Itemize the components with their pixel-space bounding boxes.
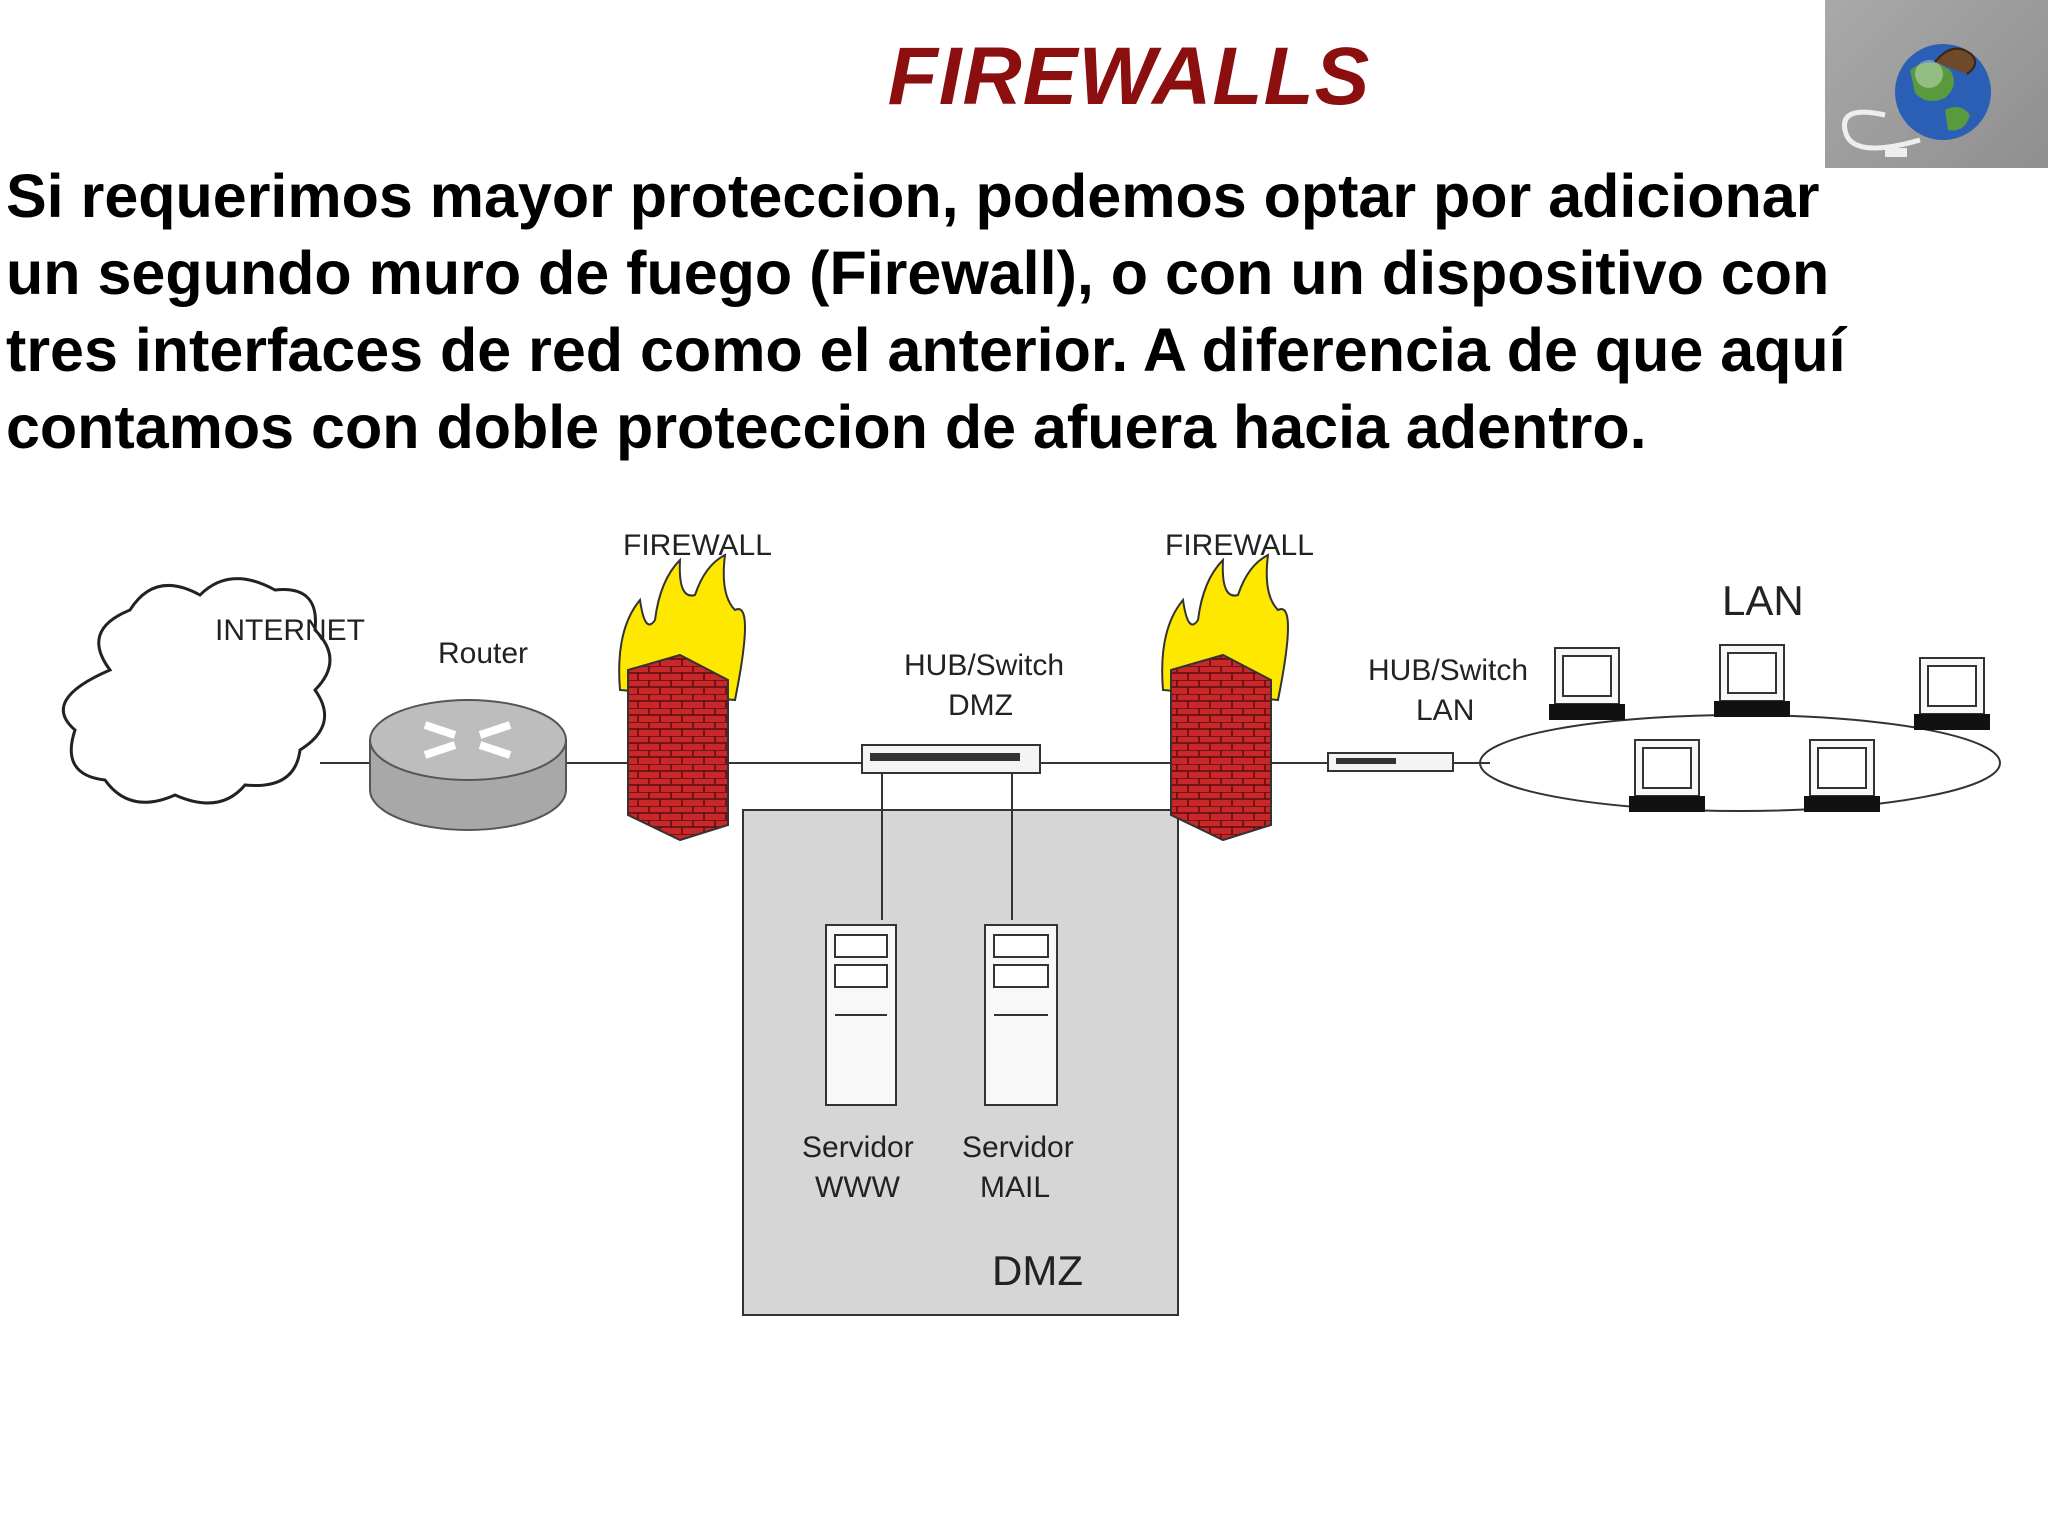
computer-icon (1549, 647, 1625, 720)
dmz-label: DMZ (992, 1247, 1083, 1294)
lan-label: LAN (1722, 577, 1804, 624)
server-mail-label-line1: Servidor (962, 1131, 1074, 1164)
computer-icon (1714, 644, 1790, 717)
hub-lan-icon (1327, 752, 1454, 772)
body-line: tres interfaces de red como el anterior.… (6, 316, 1846, 384)
computer-icon (1914, 657, 1990, 730)
body-line: contamos con doble proteccion de afuera … (6, 393, 1647, 461)
network-diagram: INTERNET Router FIREWALL HUB/Switch DMZ … (61, 529, 2001, 1316)
server-mail-icon (984, 924, 1058, 1106)
slide-title: FIREWALLS (887, 31, 1371, 122)
internet-cloud-icon (61, 577, 332, 805)
server-mail-label-line2: MAIL (980, 1171, 1050, 1204)
router-icon (369, 699, 567, 831)
firewall-1-icon (618, 553, 746, 842)
body-line: Si requerimos mayor proteccion, podemos … (6, 162, 1820, 230)
hub-dmz-label-line1: HUB/Switch (904, 649, 1064, 682)
server-www-label-line2: WWW (815, 1171, 901, 1204)
body-line: un segundo muro de fuego (Firewall), o c… (6, 239, 1830, 307)
hub-lan-label-line1: HUB/Switch (1368, 654, 1528, 687)
globe-cable-icon (1842, 44, 1991, 157)
server-www-label-line1: Servidor (802, 1131, 914, 1164)
server-www-icon (825, 924, 897, 1106)
router-label: Router (438, 637, 528, 670)
body-paragraph: Si requerimos mayor proteccion, podemos … (6, 158, 2046, 466)
internet-label: INTERNET (215, 614, 365, 647)
computer-icon (1804, 739, 1880, 812)
hub-lan-label-line2: LAN (1416, 694, 1474, 727)
hub-dmz-label-line2: DMZ (948, 689, 1013, 722)
logo-image (1825, 0, 2048, 168)
dmz-zone (742, 809, 1179, 1316)
computer-icon (1629, 739, 1705, 812)
firewall-2-icon (1161, 553, 1289, 842)
firewall-2-label: FIREWALL (1165, 529, 1314, 562)
hub-dmz-icon (861, 744, 1041, 774)
firewall-1-label: FIREWALL (623, 529, 772, 562)
